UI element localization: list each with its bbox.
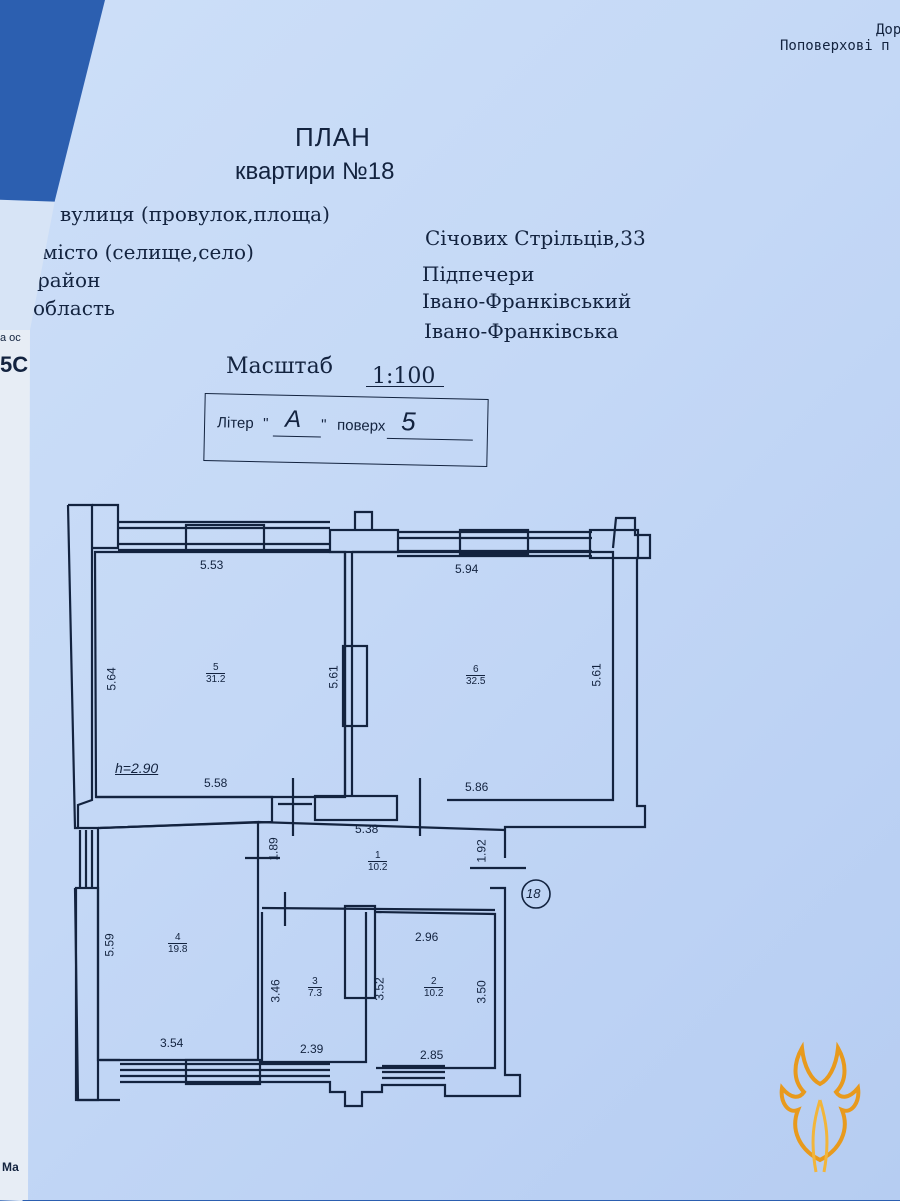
phoenix-logo-icon — [779, 1041, 861, 1173]
room-label-4: 4 19.8 — [168, 932, 188, 955]
room-area: 31.2 — [206, 673, 226, 685]
room3-outline — [260, 912, 368, 1064]
window-bottom-1 — [120, 1062, 330, 1078]
dim-hall-left: 1.89 — [266, 837, 281, 861]
window-left — [78, 830, 94, 888]
dim-room3-right: 3.52 — [372, 977, 387, 1001]
room-area: 32.5 — [466, 675, 486, 687]
room2-outline — [375, 910, 497, 1070]
room-number: 1 — [374, 850, 381, 861]
dim-hall-width: 5.38 — [355, 822, 379, 836]
dim-hall-right: 1.92 — [474, 839, 489, 863]
side-text-1: а ос — [0, 332, 21, 344]
partition-block — [341, 644, 369, 728]
room-number: 4 — [174, 932, 181, 943]
wall-block-7 — [343, 904, 377, 1000]
street-value: Січових Стрільців,33 — [425, 226, 646, 250]
wall-block-6 — [184, 1058, 262, 1086]
scale-label: Масштаб — [226, 354, 333, 379]
outer-wall-left-inner — [92, 503, 120, 550]
partition-5-6 — [343, 552, 354, 797]
room-label-3: 3 7.3 — [308, 976, 322, 999]
district-label: район — [37, 268, 101, 292]
dim-room5-left: 5.64 — [104, 667, 119, 691]
region-value: Івано-Франківська — [424, 319, 619, 343]
region-label: область — [33, 296, 115, 320]
door-ticks — [245, 778, 526, 926]
room-number: 6 — [472, 664, 479, 675]
room-number: 5 — [212, 662, 219, 673]
dim-room3-bottom: 2.39 — [300, 1042, 324, 1056]
district-value: Івано-Франківський — [422, 289, 632, 313]
side-text-2: 5С — [0, 352, 29, 377]
window-bottom-2 — [382, 1064, 445, 1080]
corner-text-1: Дор — [876, 22, 900, 38]
dim-room2-right: 3.50 — [474, 980, 489, 1004]
window-top-1 — [118, 520, 330, 552]
dim-room6-right: 5.61 — [589, 663, 604, 687]
dim-room6-bottom: 5.86 — [465, 780, 489, 794]
dim-room6-top: 5.94 — [455, 562, 479, 576]
room-label-5: 5 31.2 — [206, 662, 226, 685]
wall-block-2-top — [353, 510, 374, 530]
street-label: вулиця (провулок,площа) — [60, 202, 330, 226]
hall-bottom — [261, 906, 496, 912]
room-area: 7.3 — [308, 987, 322, 999]
wall-block-8 — [74, 886, 100, 1102]
room-number: 3 — [312, 976, 318, 987]
room-area: 19.8 — [168, 943, 188, 955]
window-top-2 — [397, 530, 592, 558]
scale-underline — [366, 386, 444, 387]
outer-wall-left-top — [68, 503, 94, 828]
room-number: 2 — [430, 976, 437, 987]
wall-block-5 — [313, 794, 399, 822]
plan-title: ПЛАН — [295, 122, 371, 152]
apartment-number-circle — [521, 879, 551, 909]
outer-wall-bottom — [120, 886, 522, 1108]
dim-room2-bottom: 2.85 — [420, 1048, 444, 1062]
wall-block-4 — [588, 528, 640, 560]
city-value: Підпечери — [422, 262, 535, 286]
dim-room4-bottom: 3.54 — [160, 1036, 184, 1050]
hall-outline — [257, 820, 506, 832]
dim-partition: 5.61 — [326, 665, 341, 689]
side-document-strip: а ос 5С Ма — [0, 330, 31, 1200]
dim-room2-top: 2.96 — [415, 930, 439, 944]
plan-subtitle: квартири №18 — [235, 158, 395, 185]
apartment-number: 18 — [526, 886, 541, 901]
dim-room5-top: 5.53 — [200, 558, 224, 572]
outer-wall-right — [503, 516, 652, 858]
dim-room3-left: 3.46 — [268, 979, 283, 1003]
dim-room5-bottom: 5.58 — [204, 776, 228, 790]
room-label-2: 2 10.2 — [424, 976, 444, 999]
city-label: місто (селище,село) — [42, 240, 254, 264]
side-text-3: Ма — [2, 1160, 19, 1174]
scale-value: 1:100 — [372, 364, 436, 389]
wall-block-3 — [458, 528, 530, 556]
room-label-6: 6 32.5 — [466, 664, 486, 687]
ceiling-height: h=2.90 — [115, 760, 159, 776]
room-label-1: 1 10.2 — [368, 850, 388, 873]
wall-block-2 — [328, 528, 400, 554]
room-area: 10.2 — [424, 987, 444, 999]
room4-inner — [99, 820, 260, 1062]
wall-block-1 — [184, 523, 266, 553]
room-area: 10.2 — [368, 861, 388, 873]
dim-room4-left: 5.59 — [102, 933, 117, 957]
corner-text-2: Поповерхові п — [780, 38, 890, 54]
